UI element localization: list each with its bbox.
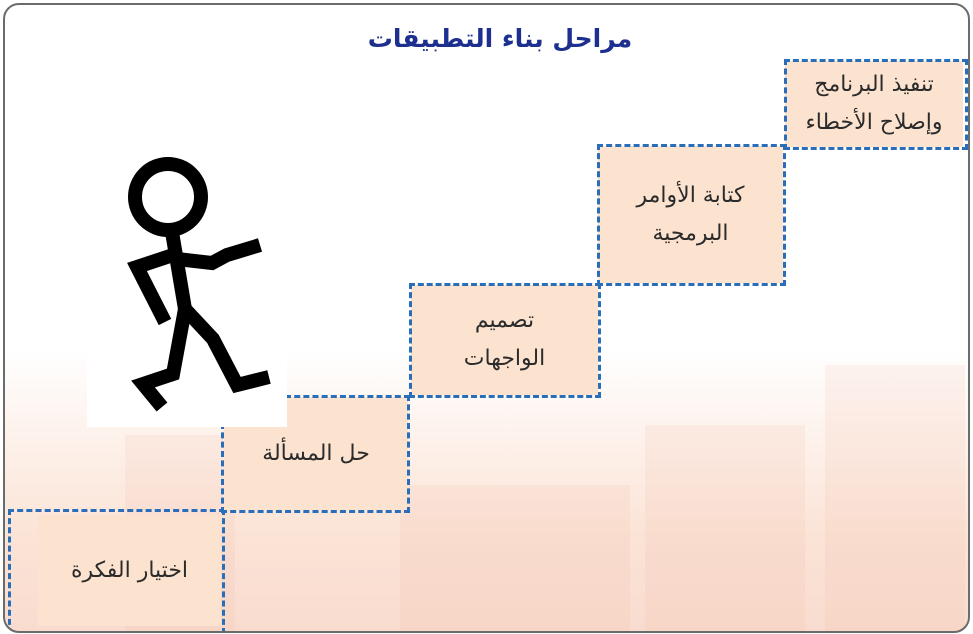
stick-figure-icon [127,157,271,412]
step-label-line1: كتابة الأوامر [636,182,745,208]
background-shape [645,425,805,631]
step-border [597,144,786,286]
background-shape [400,485,630,631]
step-label-line1: تصميم [474,308,535,333]
step-label-line2: وإصلاح الأخطاء [805,110,943,135]
step-border [409,283,601,398]
step-label: اختيار الفكرة [70,557,189,583]
step-border [8,509,225,631]
step-label-line1: تنفيذ البرنامج [814,72,934,97]
step-write-code: كتابة الأوامر البرمجية [598,146,783,283]
background-shape [825,365,965,631]
diagram-frame: مراحل بناء التطبيقات اختيار الفكرة حل ال… [3,3,970,633]
step-border [221,395,410,513]
step-label: حل المسألة [262,440,370,466]
step-label-line2: الواجهات [463,346,546,371]
step-design-interfaces: تصميم الواجهات [411,285,598,395]
diagram-title: مراحل بناء التطبيقات [367,24,633,53]
step-border [784,59,968,150]
step-label-line2: البرمجية [652,220,729,246]
step-run-and-debug: تنفيذ البرنامج وإصلاح الأخطاء [785,61,963,147]
step-choose-idea: اختيار الفكرة [38,515,221,626]
walking-stick-figure [87,137,287,427]
